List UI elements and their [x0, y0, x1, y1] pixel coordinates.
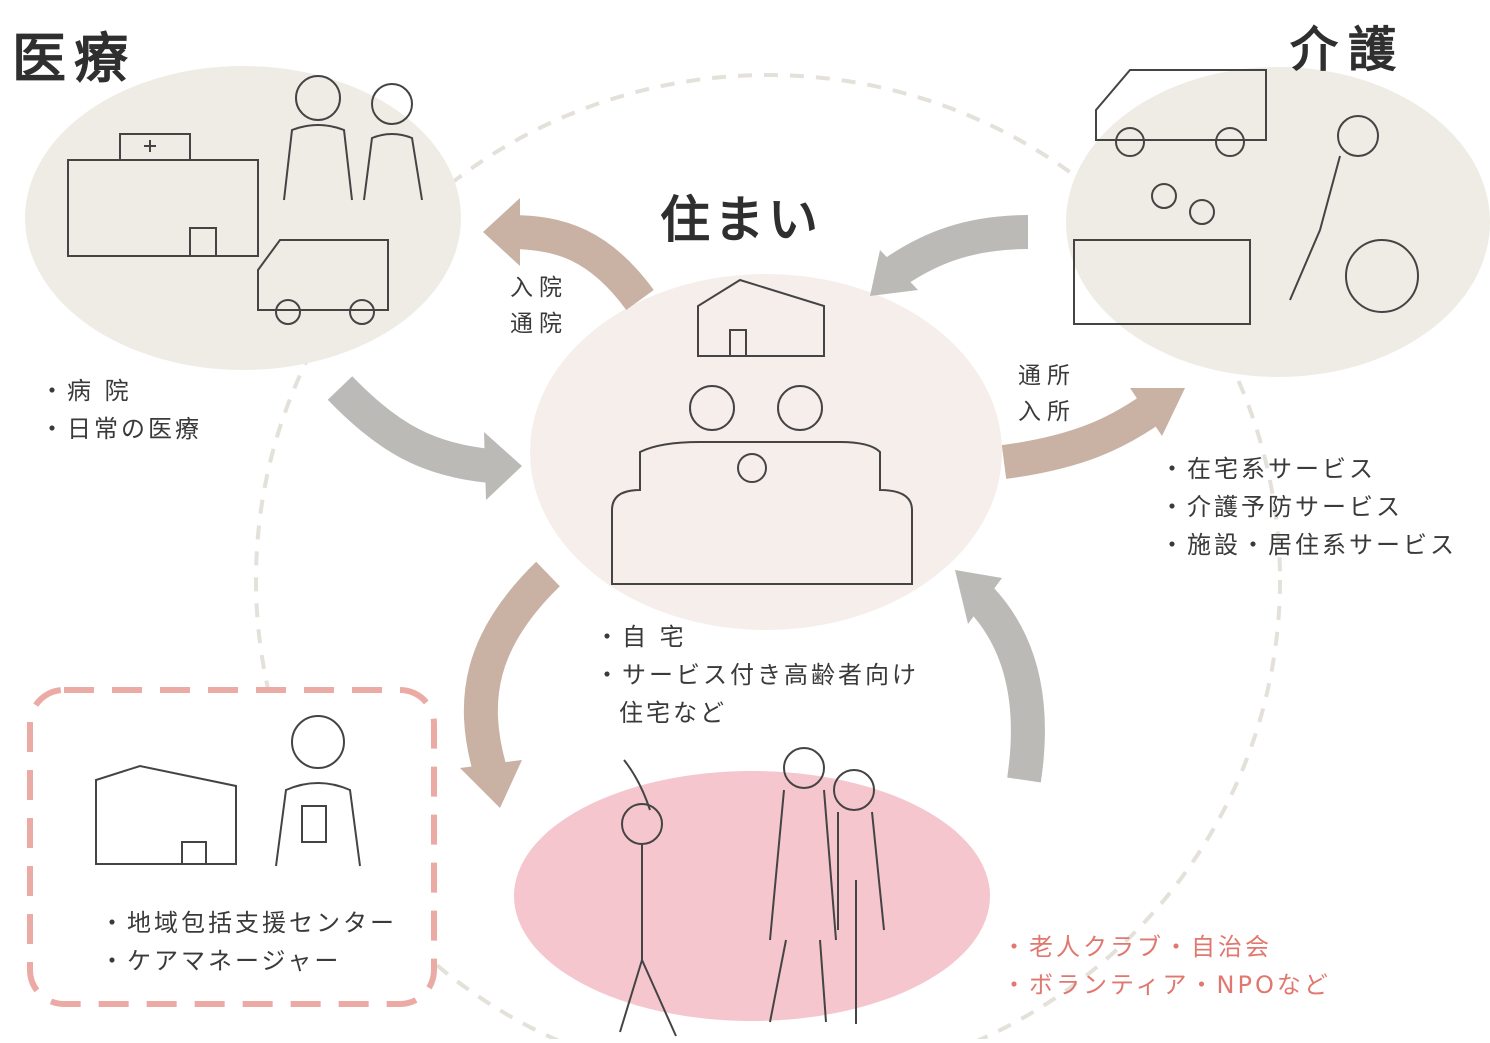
- home-heading: 住まい: [660, 190, 822, 249]
- daycare-label: 通所 入所: [1018, 358, 1076, 430]
- support-list: 地域包括支援センター ケアマネージャー: [100, 904, 397, 980]
- house-icon: [697, 278, 825, 357]
- list-item: 老人クラブ・自治会: [1002, 928, 1331, 966]
- admission-label: 入院 通院: [510, 270, 568, 342]
- community-ellipse: [514, 771, 990, 1021]
- daycare-label-line: 通所: [1018, 363, 1076, 389]
- arrow-home-to-medical: [483, 198, 654, 311]
- care-heading: 介護: [1290, 22, 1407, 78]
- outpatient-label-line: 通院: [510, 311, 568, 337]
- community-ring: [254, 73, 1282, 1043]
- residential-label-line: 入所: [1018, 399, 1076, 425]
- list-item: 病 院: [40, 372, 202, 410]
- care-center-building-icon: [95, 764, 237, 865]
- list-item: 地域包括支援センター: [100, 904, 397, 942]
- medical-ellipse: [25, 66, 461, 370]
- list-item: 日常の医療: [40, 410, 202, 448]
- care-ellipse: [1066, 67, 1490, 377]
- nurse-icon: [363, 83, 423, 201]
- arrow-medical-to-home: [327, 376, 522, 500]
- care-manager-icon: [275, 715, 361, 867]
- doctor-icon: [283, 75, 353, 201]
- list-item-text: 住宅など: [619, 699, 727, 727]
- arrow-care-to-home: [870, 215, 1029, 296]
- list-item-continued: 住宅など: [595, 694, 919, 732]
- medical-heading: 医療: [12, 26, 136, 90]
- arrow-community-to-home: [955, 570, 1045, 783]
- home-list: 自 宅 サービス付き高齢者向け 住宅など: [595, 618, 919, 732]
- care-list: 在宅系サービス 介護予防サービス 施設・居住系サービス: [1160, 450, 1457, 564]
- arrow-home-to-care: [1001, 388, 1185, 479]
- list-item: 施設・居住系サービス: [1160, 526, 1457, 564]
- family-on-sofa-icon: [611, 385, 913, 585]
- bath-care-icon: [1073, 183, 1251, 325]
- medical-list: 病 院 日常の医療: [40, 372, 202, 448]
- list-item: 在宅系サービス: [1160, 450, 1457, 488]
- elderly-exercise-group-icon: [619, 747, 885, 1037]
- list-item: ボランティア・NPOなど: [1002, 966, 1331, 1004]
- list-item: 介護予防サービス: [1160, 488, 1457, 526]
- care-van-icon: [1095, 69, 1267, 157]
- ambulance-icon: [257, 239, 389, 325]
- arrow-home-to-community: [460, 561, 560, 808]
- admission-label-line: 入院: [510, 275, 568, 301]
- hospital-icon: [67, 133, 259, 257]
- wheelchair-icon: [1289, 115, 1419, 313]
- home-ellipse: [530, 274, 1002, 630]
- list-item: 自 宅: [595, 618, 919, 656]
- community-list: 老人クラブ・自治会 ボランティア・NPOなど: [1002, 928, 1331, 1004]
- list-item: サービス付き高齢者向け: [595, 656, 919, 694]
- list-item: ケアマネージャー: [100, 942, 397, 980]
